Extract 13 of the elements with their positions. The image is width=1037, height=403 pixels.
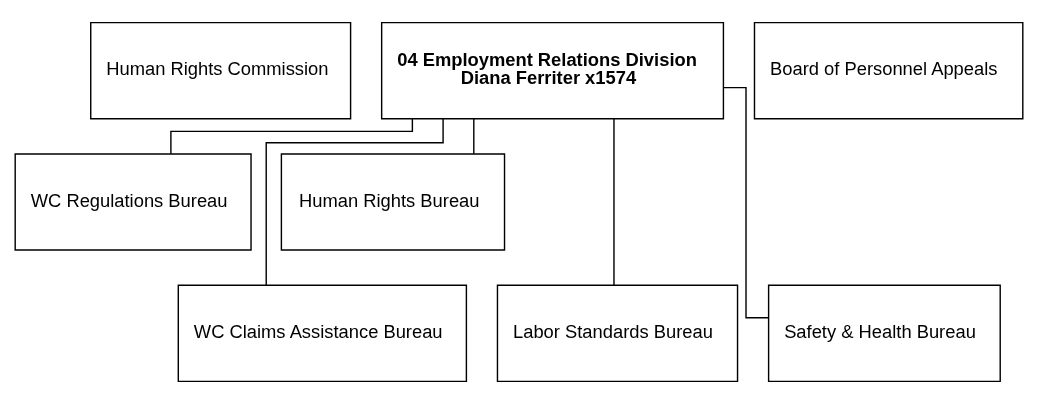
- node-box: WC Claims Assistance Bureau: [177, 284, 467, 382]
- node-box: Safety & Health Bureau: [767, 284, 1001, 382]
- node-box: Board of Personnel Appeals: [753, 21, 1023, 119]
- connector: [612, 117, 615, 286]
- node-box: Human Rights Commission: [89, 21, 351, 119]
- connector: [265, 117, 444, 286]
- connector: [169, 117, 413, 154]
- node-box: Human Rights Bureau: [280, 152, 505, 251]
- node-box: WC Regulations Bureau: [14, 152, 252, 251]
- node-box: 04 Employment Relations Division Diana Ferriter x1574: [380, 21, 724, 119]
- connector: [722, 86, 769, 318]
- connector: [472, 117, 474, 155]
- node-box: Labor Standards Bureau: [496, 284, 738, 382]
